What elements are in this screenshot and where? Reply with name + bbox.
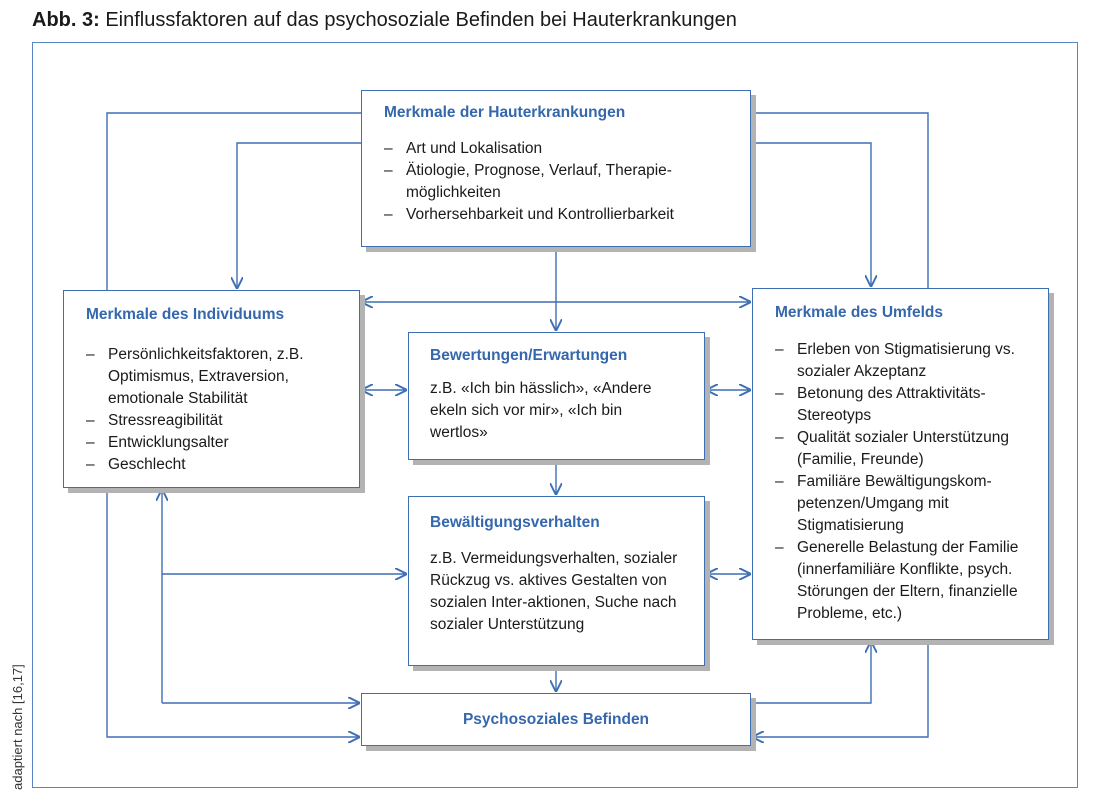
box-title: Bewertungen/Erwartungen <box>430 347 628 364</box>
box-merkmale-hauterkrankungen: Merkmale der Hauterkrankungen Art und Lo… <box>361 90 751 247</box>
list-item: Betonung des Attraktivitäts-Stereotyps <box>775 383 1026 427</box>
box-psychosoziales-befinden: Psychosoziales Befinden <box>361 693 751 746</box>
box-bewertungen-erwartungen: Bewertungen/Erwartungen z.B. «Ich bin hä… <box>408 332 705 460</box>
connector-haut-to-individuum <box>237 142 361 289</box>
box-title: Psychosoziales Befinden <box>462 710 650 728</box>
connector-haut-to-umfeld <box>751 142 871 287</box>
connector-umfeld-to-befinden <box>752 640 929 737</box>
box-text: z.B. Vermeidungsverhalten, sozialer Rück… <box>430 550 678 633</box>
box-merkmale-individuum: Merkmale des Individuums Persönlichkeits… <box>63 290 360 488</box>
list-item: Erleben von Stigmatisierung vs. sozialer… <box>775 339 1026 383</box>
box-merkmale-umfeld: Merkmale des Umfelds Erleben von Stigmat… <box>752 288 1049 640</box>
figure-frame <box>32 42 1078 788</box>
list-item: Persönlichkeitsfaktoren, z.B. Optimismus… <box>86 344 337 410</box>
box-bewaeltigungsverhalten: Bewältigungsverhalten z.B. Vermeidungsve… <box>408 496 705 666</box>
figure-title: Abb. 3: Einflussfaktoren auf das psychos… <box>32 9 737 32</box>
box-title: Merkmale der Hauterkrankungen <box>384 104 626 121</box>
item-list: Persönlichkeitsfaktoren, z.B. Optimismus… <box>86 344 337 476</box>
list-item: Vorhersehbarkeit und Kontrollierbarkeit <box>384 204 728 226</box>
box-title: Bewältigungsverhalten <box>430 514 600 531</box>
list-item: Generelle Belastung der Familie (innerfa… <box>775 537 1026 625</box>
box-text: z.B. «Ich bin hässlich», «Andere ekeln s… <box>430 380 652 441</box>
box-title: Merkmale des Individuums <box>86 306 285 323</box>
item-list: Art und Lokalisation Ätiologie, Prognose… <box>384 138 728 226</box>
figure-label: Abb. 3: <box>32 9 100 31</box>
list-item: Familiäre Bewältigungskom-petenzen/Umgan… <box>775 471 1026 537</box>
list-item: Qualität sozialer Unterstützung (Familie… <box>775 427 1026 471</box>
list-item: Stressreagibilität <box>86 410 337 432</box>
list-item: Geschlecht <box>86 454 337 476</box>
list-item: Ätiologie, Prognose, Verlauf, Therapie-m… <box>384 160 728 204</box>
list-item: Entwicklungsalter <box>86 432 337 454</box>
list-item: Art und Lokalisation <box>384 138 728 160</box>
connector-befinden-to-umfeld <box>751 641 871 704</box>
connector-individuum-to-haut <box>106 112 361 290</box>
item-list: Erleben von Stigmatisierung vs. sozialer… <box>775 339 1026 625</box>
box-title: Merkmale des Umfelds <box>775 304 943 321</box>
figure-title-text: Einflussfaktoren auf das psychosoziale B… <box>105 9 737 31</box>
connector-umfeld-to-haut <box>751 112 929 288</box>
connector-individuum-to-befinden <box>106 488 360 737</box>
